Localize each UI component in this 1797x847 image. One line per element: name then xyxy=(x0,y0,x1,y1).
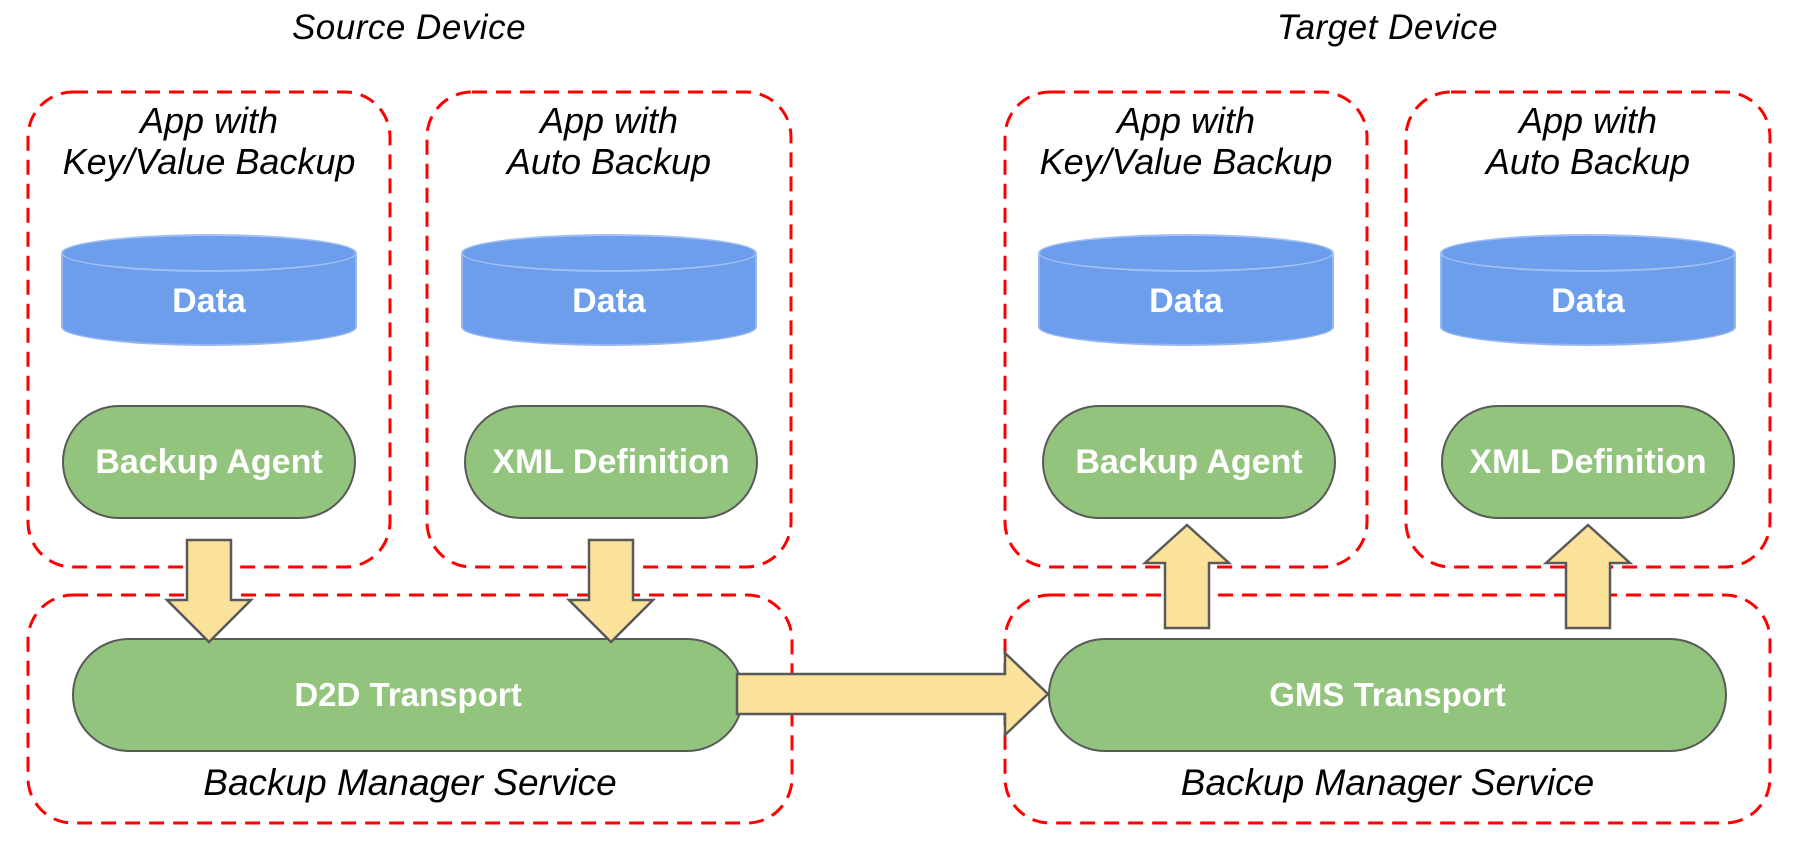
app-box-target-keyvalue xyxy=(1003,90,1369,569)
arrow-gms-transport-to-backup-agent xyxy=(1141,523,1233,630)
data-cylinder: Data xyxy=(61,234,357,346)
xml-definition-pill-target: XML Definition xyxy=(1441,405,1735,519)
cylinder-top xyxy=(61,234,357,272)
app-box-source-keyvalue xyxy=(26,90,392,569)
app-label-line2: Auto Backup xyxy=(1485,141,1691,182)
backup-agent-pill-source: Backup Agent xyxy=(62,405,356,519)
backup-manager-service-caption-source: Backup Manager Service xyxy=(203,762,617,803)
data-label: Data xyxy=(172,281,246,320)
data-label: Data xyxy=(1149,281,1223,320)
data-cylinder: Data xyxy=(1440,234,1736,346)
app-label-line1: App with xyxy=(1116,100,1256,141)
app-label-target-auto: App with Auto Backup xyxy=(1406,100,1770,182)
service-box-target xyxy=(1003,593,1772,825)
data-cylinder: Data xyxy=(1038,234,1334,346)
data-cylinder: Data xyxy=(461,234,757,346)
app-label-line2: Key/Value Backup xyxy=(62,141,356,182)
target-device-title: Target Device xyxy=(1276,8,1499,47)
cylinder-top xyxy=(1038,234,1334,272)
backup-manager-service-caption-target: Backup Manager Service xyxy=(1180,762,1595,803)
d2d-transport-pill: D2D Transport xyxy=(72,638,744,752)
arrow-d2d-to-gms-transport xyxy=(735,650,1050,738)
app-label-target-keyvalue: App with Key/Value Backup xyxy=(1005,100,1367,182)
data-label: Data xyxy=(1551,281,1625,320)
app-label-line1: App with xyxy=(539,100,679,141)
data-label: Data xyxy=(572,281,646,320)
app-label-line1: App with xyxy=(139,100,279,141)
cylinder-top xyxy=(1440,234,1736,272)
arrow-xml-definition-to-d2d-transport xyxy=(565,538,657,644)
cylinder-top xyxy=(461,234,757,272)
app-label-source-keyvalue: App with Key/Value Backup xyxy=(28,100,390,182)
arrow-gms-transport-to-xml-definition xyxy=(1542,523,1634,630)
app-label-line1: App with xyxy=(1518,100,1658,141)
xml-definition-pill-source: XML Definition xyxy=(464,405,758,519)
app-label-line2: Key/Value Backup xyxy=(1039,141,1333,182)
source-device-title: Source Device xyxy=(291,8,527,47)
app-label-source-auto: App with Auto Backup xyxy=(427,100,791,182)
gms-transport-pill: GMS Transport xyxy=(1048,638,1727,752)
arrow-backup-agent-to-d2d-transport xyxy=(163,538,255,644)
service-box-source xyxy=(26,593,794,825)
app-label-line2: Auto Backup xyxy=(506,141,712,182)
backup-agent-pill-target: Backup Agent xyxy=(1042,405,1336,519)
